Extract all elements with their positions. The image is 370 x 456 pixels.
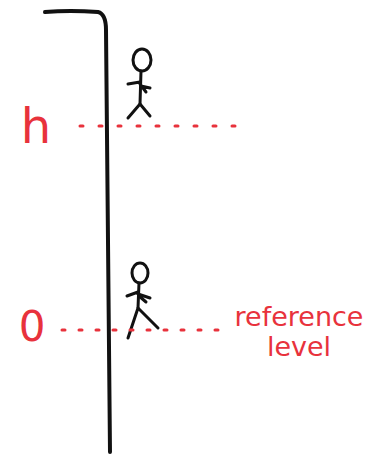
reference-level-line bbox=[62, 329, 230, 332]
zero-label: 0 bbox=[10, 304, 54, 350]
stick-figure bbox=[128, 49, 151, 118]
height-level-line bbox=[80, 125, 245, 128]
wall bbox=[45, 11, 110, 452]
stick-figure bbox=[127, 263, 158, 338]
height-label: h bbox=[14, 100, 58, 153]
reference-label: reference level bbox=[234, 302, 364, 361]
